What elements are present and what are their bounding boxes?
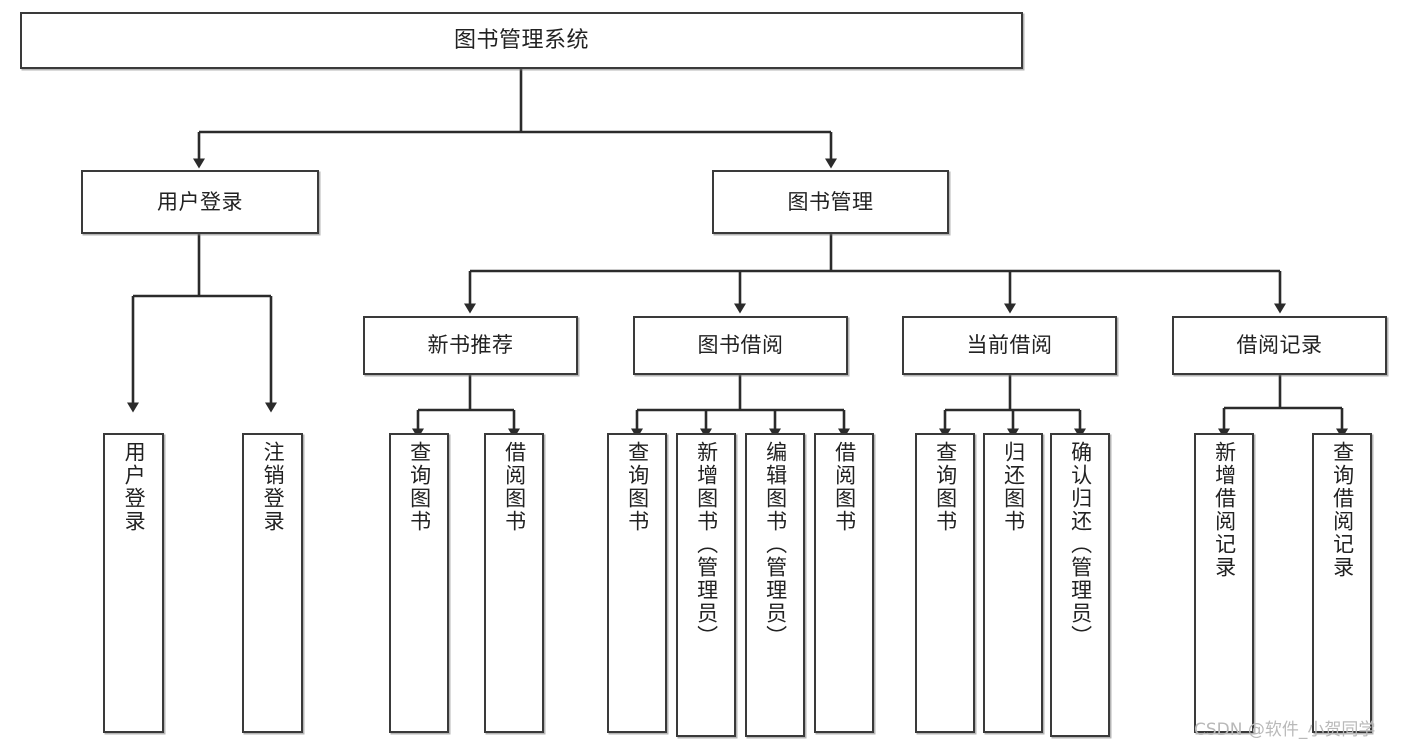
node-leaf-confirm-return[interactable]: 确认归还（管理员） [1050,433,1110,737]
node-leaf-query-book-2-label: 查询图书 [625,441,650,533]
node-leaf-borrow-book-2-label: 借阅图书 [832,441,857,533]
node-root-label: 图书管理系统 [453,27,589,53]
node-new-book-recommend-label: 新书推荐 [427,333,514,358]
csdn-watermark: CSDN @软件_小贺同学 [1194,720,1376,740]
node-leaf-add-book[interactable]: 新增图书（管理员） [676,433,736,737]
node-leaf-query-book-3[interactable]: 查询图书 [915,433,975,733]
node-leaf-query-book-2[interactable]: 查询图书 [607,433,667,733]
node-leaf-edit-book-label: 编辑图书（管理员） [763,441,788,648]
node-leaf-logout-login[interactable]: 注销登录 [242,433,303,733]
node-root[interactable]: 图书管理系统 [20,12,1023,69]
node-book-borrow-label: 图书借阅 [697,333,784,358]
node-current-borrow[interactable]: 当前借阅 [902,316,1117,375]
node-leaf-add-record-label: 新增借阅记录 [1212,441,1237,579]
node-current-borrow-label: 当前借阅 [966,333,1053,358]
node-user-login-label: 用户登录 [157,189,243,214]
node-leaf-edit-book[interactable]: 编辑图书（管理员） [745,433,805,737]
node-borrow-record[interactable]: 借阅记录 [1172,316,1387,375]
node-leaf-query-record-label: 查询借阅记录 [1330,441,1355,579]
node-leaf-borrow-book-2[interactable]: 借阅图书 [814,433,874,733]
node-leaf-user-login[interactable]: 用户登录 [103,433,164,733]
node-leaf-add-record[interactable]: 新增借阅记录 [1194,433,1254,733]
node-new-book-recommend[interactable]: 新书推荐 [363,316,578,375]
node-book-management[interactable]: 图书管理 [712,170,949,234]
node-leaf-query-book-3-label: 查询图书 [933,441,958,533]
node-leaf-borrow-book-1-label: 借阅图书 [502,441,527,533]
node-leaf-return-book-label: 归还图书 [1001,441,1026,533]
node-leaf-add-book-label: 新增图书（管理员） [694,441,719,648]
node-user-login[interactable]: 用户登录 [81,170,319,234]
node-book-management-label: 图书管理 [787,189,874,214]
node-book-borrow[interactable]: 图书借阅 [633,316,848,375]
node-leaf-user-login-label: 用户登录 [122,441,147,533]
node-leaf-return-book[interactable]: 归还图书 [983,433,1043,733]
node-leaf-query-book-1-label: 查询图书 [407,441,432,533]
node-leaf-query-book-1[interactable]: 查询图书 [389,433,449,733]
node-leaf-logout-login-label: 注销登录 [261,441,286,533]
node-borrow-record-label: 借阅记录 [1236,333,1323,358]
node-leaf-query-record[interactable]: 查询借阅记录 [1312,433,1372,733]
node-leaf-borrow-book-1[interactable]: 借阅图书 [484,433,544,733]
node-leaf-confirm-return-label: 确认归还（管理员） [1068,441,1093,648]
